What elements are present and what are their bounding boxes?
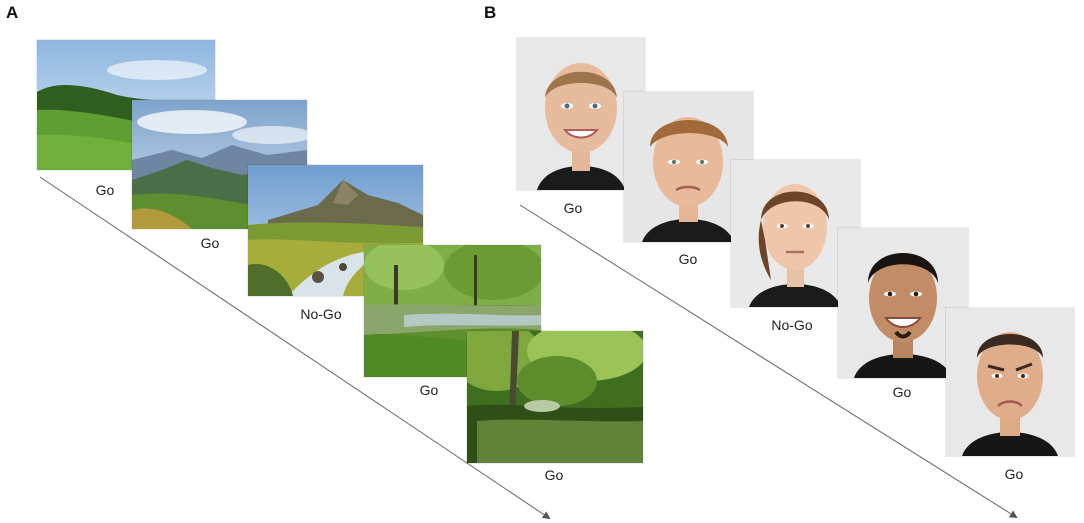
trial-label: No-Go [300, 306, 342, 322]
trial-label: Go [95, 182, 115, 198]
trial-label: Go [678, 251, 698, 267]
smiling-woman-face-image [517, 38, 645, 190]
trial-label: Go [200, 235, 220, 251]
panel-a-time-arrow [39, 176, 551, 520]
panel-b-time-arrow [519, 204, 1018, 519]
panel-a-letter: A [6, 3, 19, 22]
forest-pond-landscape-image [467, 331, 643, 463]
trial-label: Go [419, 382, 439, 398]
trial-label: No-Go [771, 317, 813, 333]
smiling-man-face-image [838, 228, 968, 378]
frowning-man-face-image [946, 308, 1074, 456]
trial-label: Go [563, 200, 583, 216]
panel-b-letter: B [484, 3, 497, 22]
trial-label: Go [544, 467, 564, 483]
trial-label: Go [892, 384, 912, 400]
trial-label: Go [1004, 466, 1024, 482]
